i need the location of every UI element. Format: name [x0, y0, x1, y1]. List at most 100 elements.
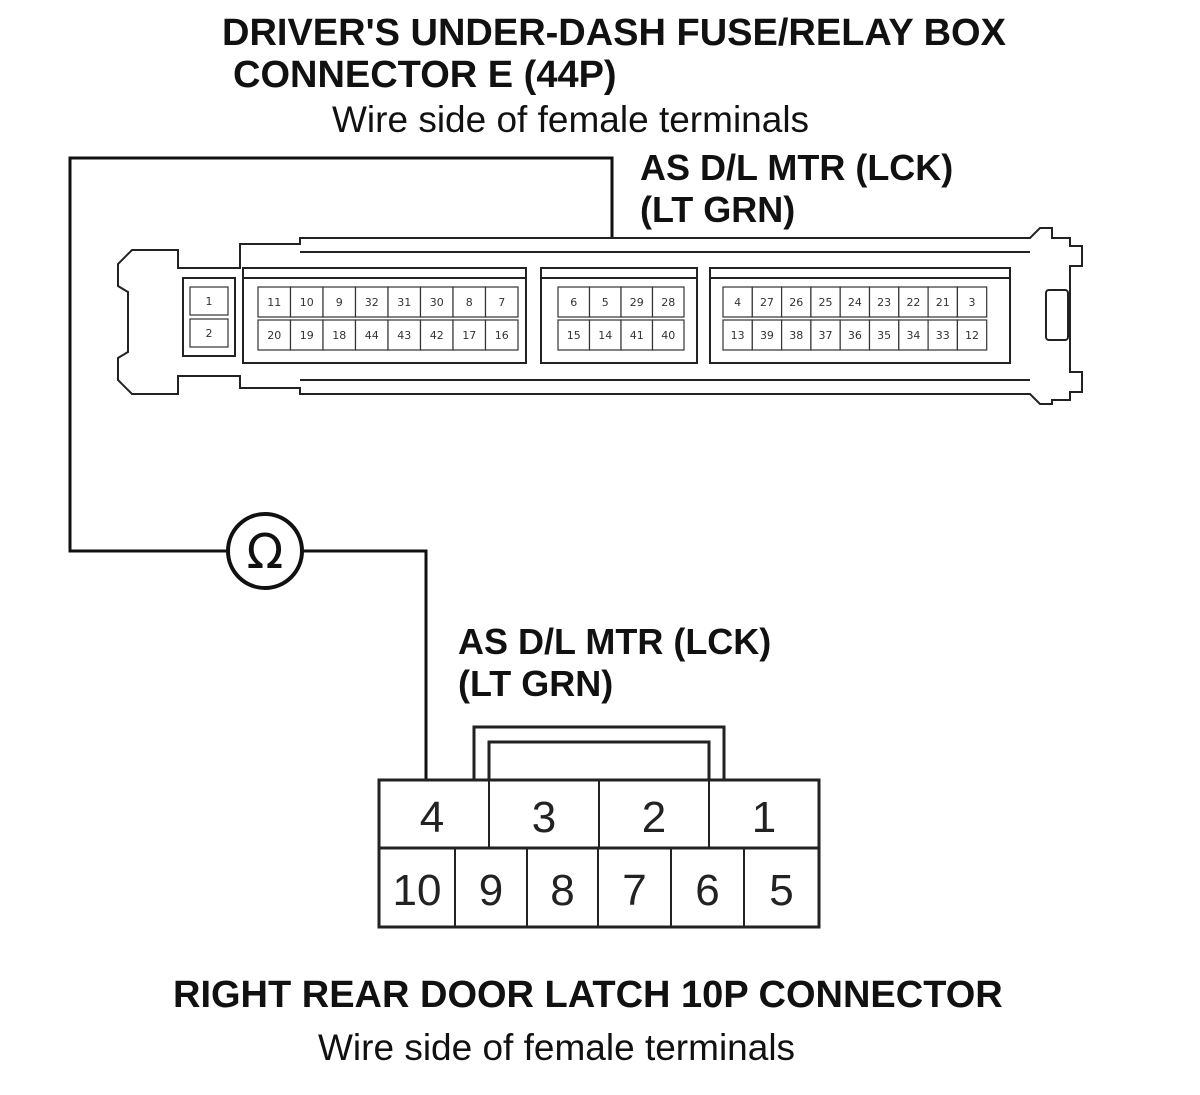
connector-e-pin-label: 39 — [760, 329, 774, 342]
connector-e-pin: 3 — [956, 286, 988, 318]
connector-e-pin: 36 — [839, 319, 871, 351]
connector-e-pin-label: 9 — [336, 296, 343, 309]
connector-e-subtitle: Wire side of female terminals — [332, 99, 810, 140]
connector-e-pin: 42 — [419, 319, 454, 351]
connector-e-wire-label-line1: AS D/L MTR (LCK) — [640, 147, 954, 188]
connector-e-pin-label: 34 — [906, 329, 920, 342]
connector-e-pin: 16 — [484, 319, 519, 351]
latch-pin-label: 8 — [550, 866, 574, 915]
connector-e-pin-label: 28 — [661, 296, 675, 309]
connector-e-pin: 28 — [651, 286, 685, 318]
latch-pin: 10 — [393, 866, 442, 915]
connector-e-pin-label: 27 — [760, 296, 774, 309]
connector-e-pin: 29 — [620, 286, 654, 318]
connector-e-pin: 30 — [419, 286, 454, 318]
connector-e-pin-label: 12 — [965, 329, 979, 342]
connector-e-pin-label: 41 — [630, 329, 644, 342]
connector-e-pin: 11 — [257, 286, 292, 318]
connector-e-pin: 20 — [257, 319, 292, 351]
connector-e-pin: 13 — [722, 319, 753, 351]
connector-e-pin-label: 22 — [906, 296, 920, 309]
connector-e-pin: 35 — [868, 319, 900, 351]
connector-e-pin: 24 — [839, 286, 871, 318]
connector-e-pin: 2 — [189, 318, 229, 348]
connector-e-pin: 9 — [322, 286, 357, 318]
connector-e-pin: 33 — [927, 319, 958, 351]
connector-e-pin: 34 — [898, 319, 929, 351]
connector-e-pin-label: 35 — [877, 329, 891, 342]
connector-e-pin-label: 23 — [877, 296, 891, 309]
connector-e-pin: 22 — [898, 286, 929, 318]
connector-e-pin-label: 44 — [365, 329, 379, 342]
connector-e-pin-label: 21 — [936, 296, 950, 309]
connector-e-pin-label: 17 — [462, 329, 476, 342]
latch-pin: 2 — [598, 780, 666, 848]
connector-e-pin-label: 2 — [206, 327, 213, 340]
latch-pin: 7 — [597, 848, 647, 927]
connector-e-pin: 14 — [588, 319, 622, 351]
connector-e-pin: 32 — [354, 286, 389, 318]
connector-e-pin: 39 — [751, 319, 783, 351]
latch-pin: 8 — [526, 848, 575, 927]
connector-e-pin: 44 — [354, 319, 389, 351]
connector-e-pin-label: 30 — [430, 296, 444, 309]
connector-e-pin-label: 36 — [848, 329, 862, 342]
latch-pin-label: 3 — [532, 793, 556, 842]
connector-e-pin-label: 20 — [267, 329, 281, 342]
connector-e-pin: 26 — [780, 286, 812, 318]
connector-e-pin: 37 — [810, 319, 841, 351]
connector-e-pin-label: 37 — [819, 329, 833, 342]
latch-connector-title: RIGHT REAR DOOR LATCH 10P CONNECTOR — [173, 974, 1003, 1016]
latch-wire-label-line2: (LT GRN) — [458, 663, 614, 704]
latch-pin-label: 9 — [479, 866, 503, 915]
connector-e-pin: 7 — [484, 286, 519, 318]
ohm-symbol: Ω — [247, 524, 284, 580]
latch-pin-label: 10 — [393, 866, 442, 915]
latch-pin: 4 — [420, 793, 444, 842]
connector-e-pin-label: 13 — [731, 329, 745, 342]
probe-wires — [68, 156, 614, 780]
connector-e-pin-label: 11 — [267, 296, 281, 309]
connector-e-pin: 8 — [452, 286, 487, 318]
ohmmeter-icon: Ω — [226, 512, 304, 590]
connector-e-pin-label: 32 — [365, 296, 379, 309]
connector-e-pin: 17 — [452, 319, 487, 351]
connector-e-pin-label: 40 — [661, 329, 675, 342]
connector-e-pin: 15 — [557, 319, 591, 351]
connector-e-pin: 5 — [588, 286, 622, 318]
connector-e-pin: 27 — [751, 286, 783, 318]
latch-connector-subtitle: Wire side of female terminals — [318, 1027, 796, 1068]
connector-e-pin: 6 — [557, 286, 591, 318]
connector-e-pin-label: 25 — [819, 296, 833, 309]
connector-e-pin-label: 43 — [397, 329, 411, 342]
probe-wire-connector-e — [68, 156, 614, 553]
connector-e-pin: 23 — [868, 286, 900, 318]
connector-e-pin: 18 — [322, 319, 357, 351]
connector-e-title-line2: CONNECTOR E (44P) — [233, 54, 617, 96]
connector-e-pin: 43 — [387, 319, 422, 351]
connector-e-pin-label: 8 — [466, 296, 473, 309]
latch-wire-label-line1: AS D/L MTR (LCK) — [458, 621, 772, 662]
connector-e-pin-label: 19 — [300, 329, 314, 342]
connector-e-pin-label: 38 — [789, 329, 803, 342]
latch-pin: 9 — [454, 848, 503, 927]
connector-e-pin: 25 — [810, 286, 841, 318]
connector-e-pin-label: 29 — [630, 296, 644, 309]
latch-pin-label: 1 — [752, 793, 776, 842]
connector-e-pin-label: 14 — [598, 329, 612, 342]
connector-e-pin: 12 — [956, 319, 988, 351]
connector-e-pin-label: 18 — [332, 329, 346, 342]
connector-e-pin: 19 — [289, 319, 324, 351]
connector-e-pin-label: 5 — [602, 296, 609, 309]
latch-pin: 1 — [708, 780, 776, 848]
connector-e-pin: 1 — [189, 286, 229, 316]
connector-e-pin-label: 31 — [397, 296, 411, 309]
latch-pin-label: 7 — [622, 866, 646, 915]
connector-e-wire-label-line2: (LT GRN) — [640, 189, 796, 230]
connector-e-pin-label: 33 — [936, 329, 950, 342]
connector-e-pin-label: 15 — [567, 329, 581, 342]
connector-e-pin-label: 4 — [734, 296, 741, 309]
probe-wire-latch — [303, 549, 428, 780]
